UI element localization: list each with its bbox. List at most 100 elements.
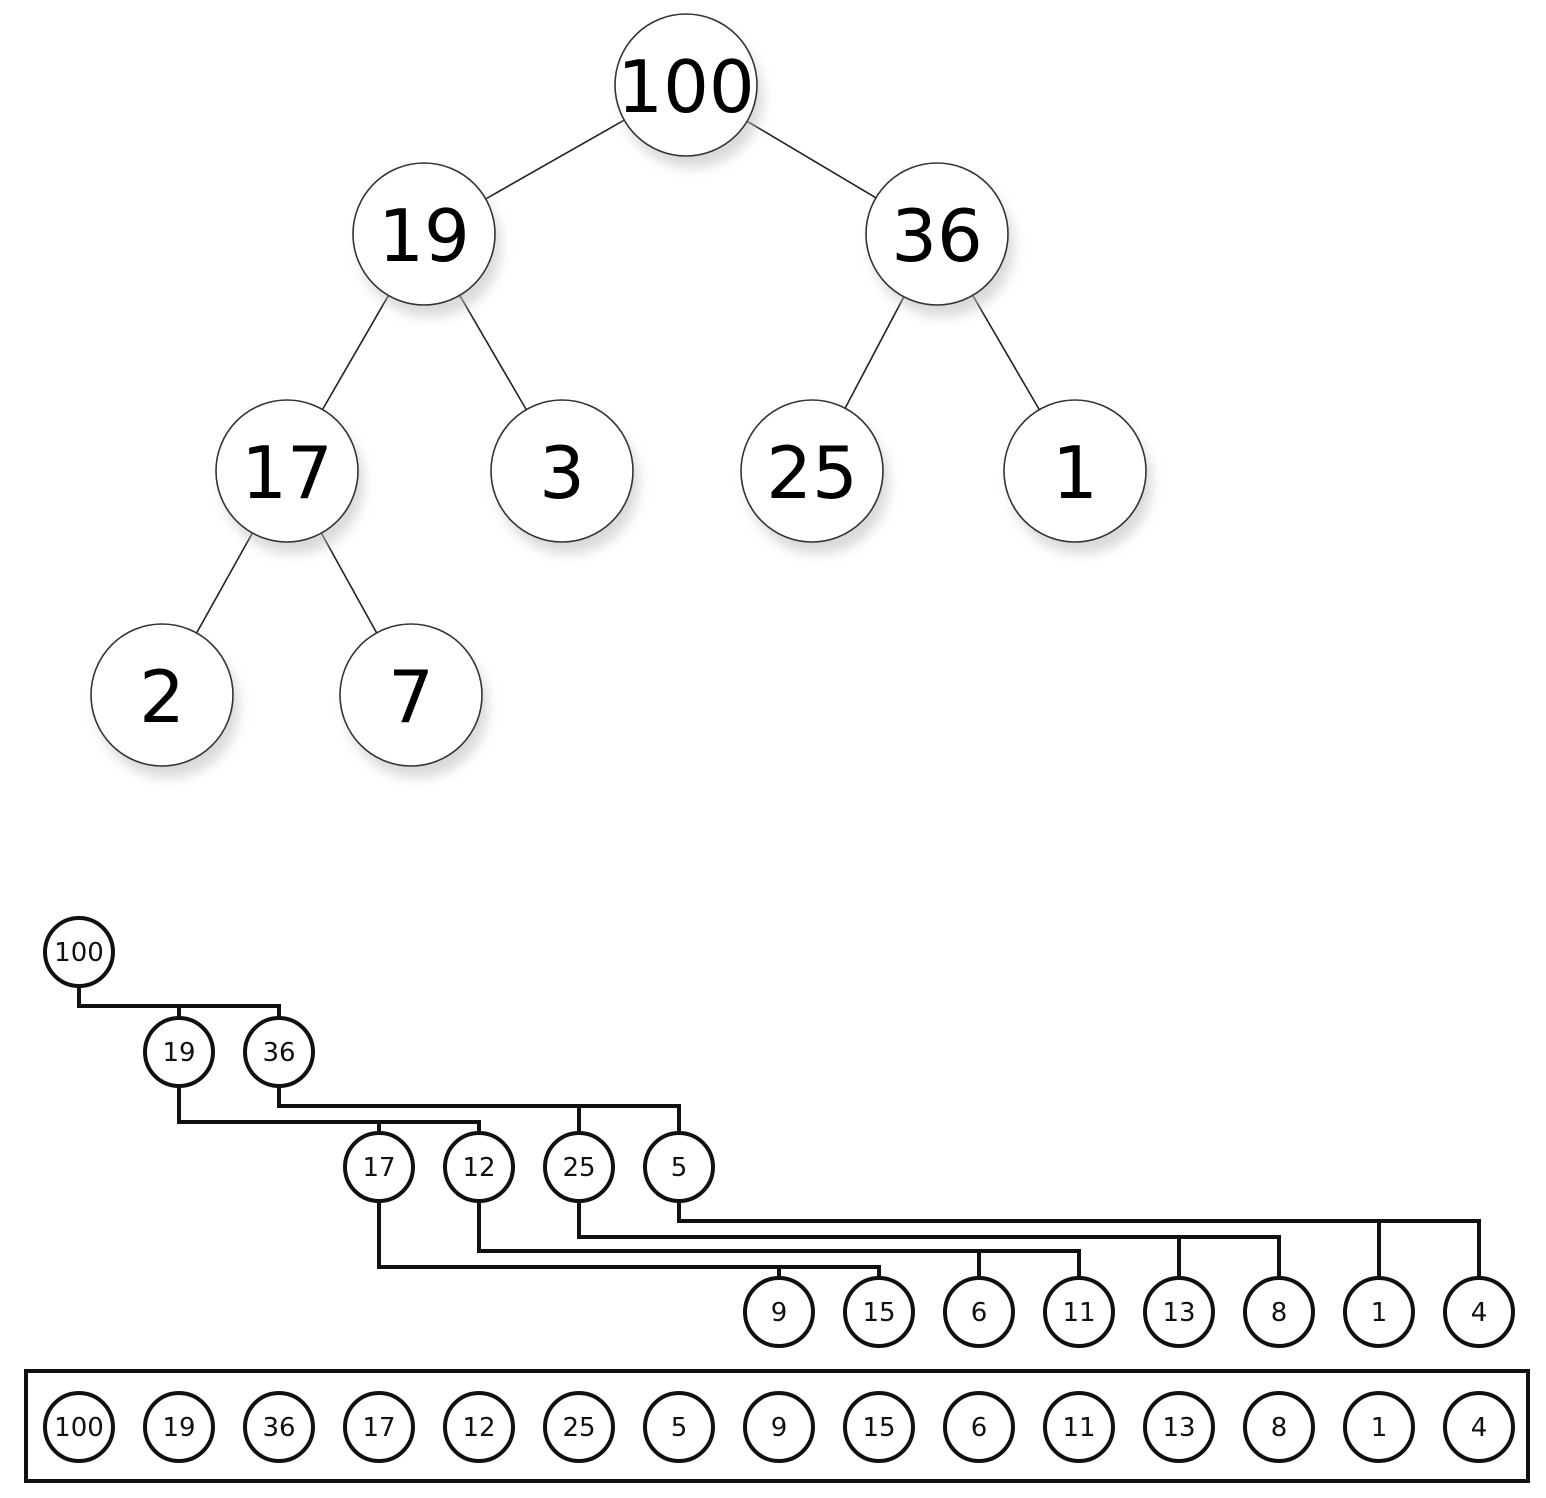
array-cell: 13 [1143,1391,1215,1463]
array-tree-node-label: 19 [162,1038,195,1068]
array-cell-circle [1143,1391,1215,1463]
array-cell-circle [743,1391,815,1463]
array-tree-node-label: 6 [971,1298,988,1328]
array-tree-node: 17 [343,1131,415,1203]
array-tree-node-label: 36 [262,1038,295,1068]
array-tree-link [377,1201,881,1278]
array-tree-node-label: 11 [1062,1298,1095,1328]
tree-node: 36 [865,162,1014,317]
tree-edge [459,294,527,411]
array-cell-label: 9 [771,1413,788,1443]
tree-node: 7 [339,623,488,778]
array-cell: 12 [443,1391,515,1463]
node-label: 36 [891,194,983,278]
array-tree-node-circle [743,1276,815,1348]
array-cell: 19 [143,1391,215,1463]
array-tree-node-circle [343,1131,415,1203]
array-cell-circle [43,1391,115,1463]
array-tree-node-circle [643,1131,715,1203]
array-tree-node-label: 12 [462,1153,495,1183]
array-tree-node: 9 [743,1276,815,1348]
array-cell-label: 17 [362,1413,395,1443]
array-cell-label: 19 [162,1413,195,1443]
array-tree-node: 11 [1043,1276,1115,1348]
node-circle [490,399,634,543]
array-tree-link [177,1086,481,1133]
array-tree-node: 19 [143,1016,215,1088]
array-cell: 9 [743,1391,815,1463]
array-cell-circle [443,1391,515,1463]
node-circle [614,13,758,157]
array-tree-node-circle [143,1016,215,1088]
array-tree-node: 15 [843,1276,915,1348]
tree-edge [485,119,625,200]
array-tree-node: 1 [1343,1276,1415,1348]
array-tree-node-circle [1243,1276,1315,1348]
array-cell-circle [1243,1391,1315,1463]
tree-edge [321,295,390,410]
array-cell: 11 [1043,1391,1115,1463]
array-cell-label: 4 [1471,1413,1488,1443]
node-label: 17 [241,431,333,515]
array-tree-node-label: 13 [1162,1298,1195,1328]
array-tree-links [77,986,1481,1278]
array-cell-label: 5 [671,1413,688,1443]
array-cell-circle [843,1391,915,1463]
array-tree-node-circle [243,1016,315,1088]
array-tree-node-label: 17 [362,1153,395,1183]
array-cell: 25 [543,1391,615,1463]
array-tree-node-label: 9 [771,1298,788,1328]
node-label: 1 [1052,431,1098,515]
array-cell-label: 100 [54,1413,104,1443]
array-cell: 6 [943,1391,1015,1463]
array-tree-node: 8 [1243,1276,1315,1348]
array-cell-circle [1343,1391,1415,1463]
array-cell-label: 1 [1371,1413,1388,1443]
tree-node: 1 [1003,399,1152,554]
array-cell-circle [243,1391,315,1463]
tree-node: 2 [90,623,239,778]
array-tree-node-circle [43,916,115,988]
array-tree-node-circle [843,1276,915,1348]
array-tree-node-label: 25 [562,1153,595,1183]
array-cell-circle [1043,1391,1115,1463]
tree-node: 19 [352,162,501,317]
tree-edge [320,532,378,634]
array-cell: 5 [643,1391,715,1463]
node-circle [865,162,1009,306]
array-cell-circle [643,1391,715,1463]
array-cell: 36 [243,1391,315,1463]
tree-node: 17 [215,399,364,554]
array-tree-node-circle [1043,1276,1115,1348]
array-cell: 4 [1443,1391,1515,1463]
array-cell-label: 6 [971,1413,988,1443]
array-container [24,1369,1530,1483]
array-tree-node-label: 5 [671,1153,688,1183]
array-cell: 15 [843,1391,915,1463]
array-tree-node: 5 [643,1131,715,1203]
node-label: 100 [617,45,754,129]
array-row: 100 19 36 17 12 25 5 9 15 6 11 13 8 1 4 [43,1391,1515,1463]
array-tree-link [577,1201,1281,1278]
array-cell-circle [143,1391,215,1463]
array-tree-node-label: 8 [1271,1298,1288,1328]
node-circle [215,399,359,543]
array-tree-node-circle [443,1131,515,1203]
node-label: 3 [539,431,585,515]
node-circle [1003,399,1147,543]
array-cell-label: 8 [1271,1413,1288,1443]
tree-edge [972,294,1040,411]
array-cell-label: 12 [462,1413,495,1443]
array-cell-label: 13 [1162,1413,1195,1443]
array-tree-node-circle [543,1131,615,1203]
tree-edge [746,120,877,199]
array-tree-node-circle [1143,1276,1215,1348]
array-cell-label: 15 [862,1413,895,1443]
array-tree-link [677,1201,1481,1278]
array-tree-node: 13 [1143,1276,1215,1348]
array-tree-node-circle [1343,1276,1415,1348]
array-cell-circle [1443,1391,1515,1463]
array-tree-node: 36 [243,1016,315,1088]
node-circle [740,399,884,543]
